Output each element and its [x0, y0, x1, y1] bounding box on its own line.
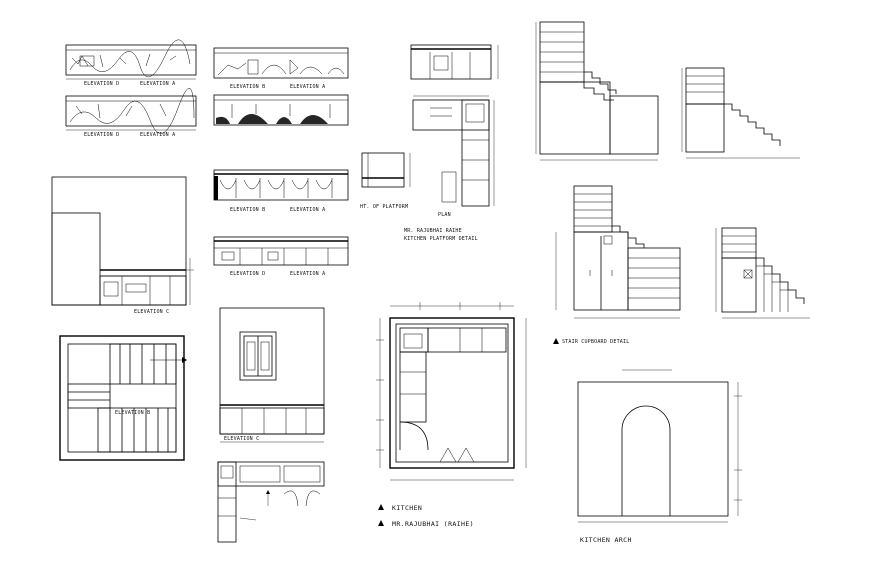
label-elevation-a-1: ELEVATION A [140, 81, 176, 87]
label-elevation-a-5: ELEVATION A [290, 271, 326, 277]
triangle-marker-icon [378, 504, 384, 510]
label-plan: PLAN [438, 212, 451, 218]
label-kitchen: KITCHEN [392, 504, 423, 512]
platform-plan [412, 95, 495, 207]
elevation-strip-top-mid-1 [213, 47, 349, 79]
small-kitchen-plan [217, 461, 325, 543]
label-stair-cupboard-detail: STAIR CUPBOARD DETAIL [562, 339, 630, 345]
elevation-strip-top-left-1 [65, 39, 197, 80]
label-kitchen-platform-detail: KITCHEN PLATFORM DETAIL [404, 236, 478, 242]
kitchen-elevation-cabinets [213, 236, 349, 266]
label-client-name-2: MR.RAJUBHAI (RAIHE) [392, 520, 474, 528]
label-elevation-d-2: ELEVATION D [84, 132, 120, 138]
elevation-strip-top-left-2 [65, 87, 197, 134]
kitchen-arch [577, 369, 742, 523]
label-elevation-d-3: ELEVATION D [230, 271, 266, 277]
label-ht-of-platform: HT. OF PLATFORM [360, 204, 409, 210]
label-elevation-b-2: ELEVATION B [230, 207, 266, 213]
platform-height-section [361, 152, 411, 188]
triangle-marker-icon [378, 520, 384, 526]
stair-cupboard-2 [715, 227, 810, 319]
stair-plan [59, 335, 187, 461]
kitchen-elevation-c [51, 176, 194, 306]
triangle-marker-icon [553, 338, 559, 344]
kitchen-floor-plan [376, 302, 527, 481]
label-elevation-c: ELEVATION C [134, 309, 170, 315]
label-client-name-1: MR. RAJUBHAI RAIHE [404, 228, 462, 234]
label-elevation-b-stair: ELEVATION B [115, 410, 151, 416]
kitchen-elevation-upper [213, 169, 349, 201]
label-elevation-a-2: ELEVATION A [140, 132, 176, 138]
label-elevation-d-1: ELEVATION D [84, 81, 120, 87]
stair-elevation-1 [535, 21, 659, 161]
elevation-strip-top-mid-2 [213, 94, 349, 126]
stair-elevation-2 [681, 67, 800, 159]
label-elevation-a-3: ELEVATION A [290, 84, 326, 90]
platform-elevation [410, 44, 499, 80]
label-elevation-b-1: ELEVATION B [230, 84, 266, 90]
stair-cupboard-1 [555, 185, 681, 319]
label-elevation-a-4: ELEVATION A [290, 207, 326, 213]
label-kitchen-arch: KITCHEN ARCH [580, 536, 632, 544]
window-elevation [219, 307, 325, 443]
label-elevation-c-window: ELEVATION C [224, 436, 260, 442]
